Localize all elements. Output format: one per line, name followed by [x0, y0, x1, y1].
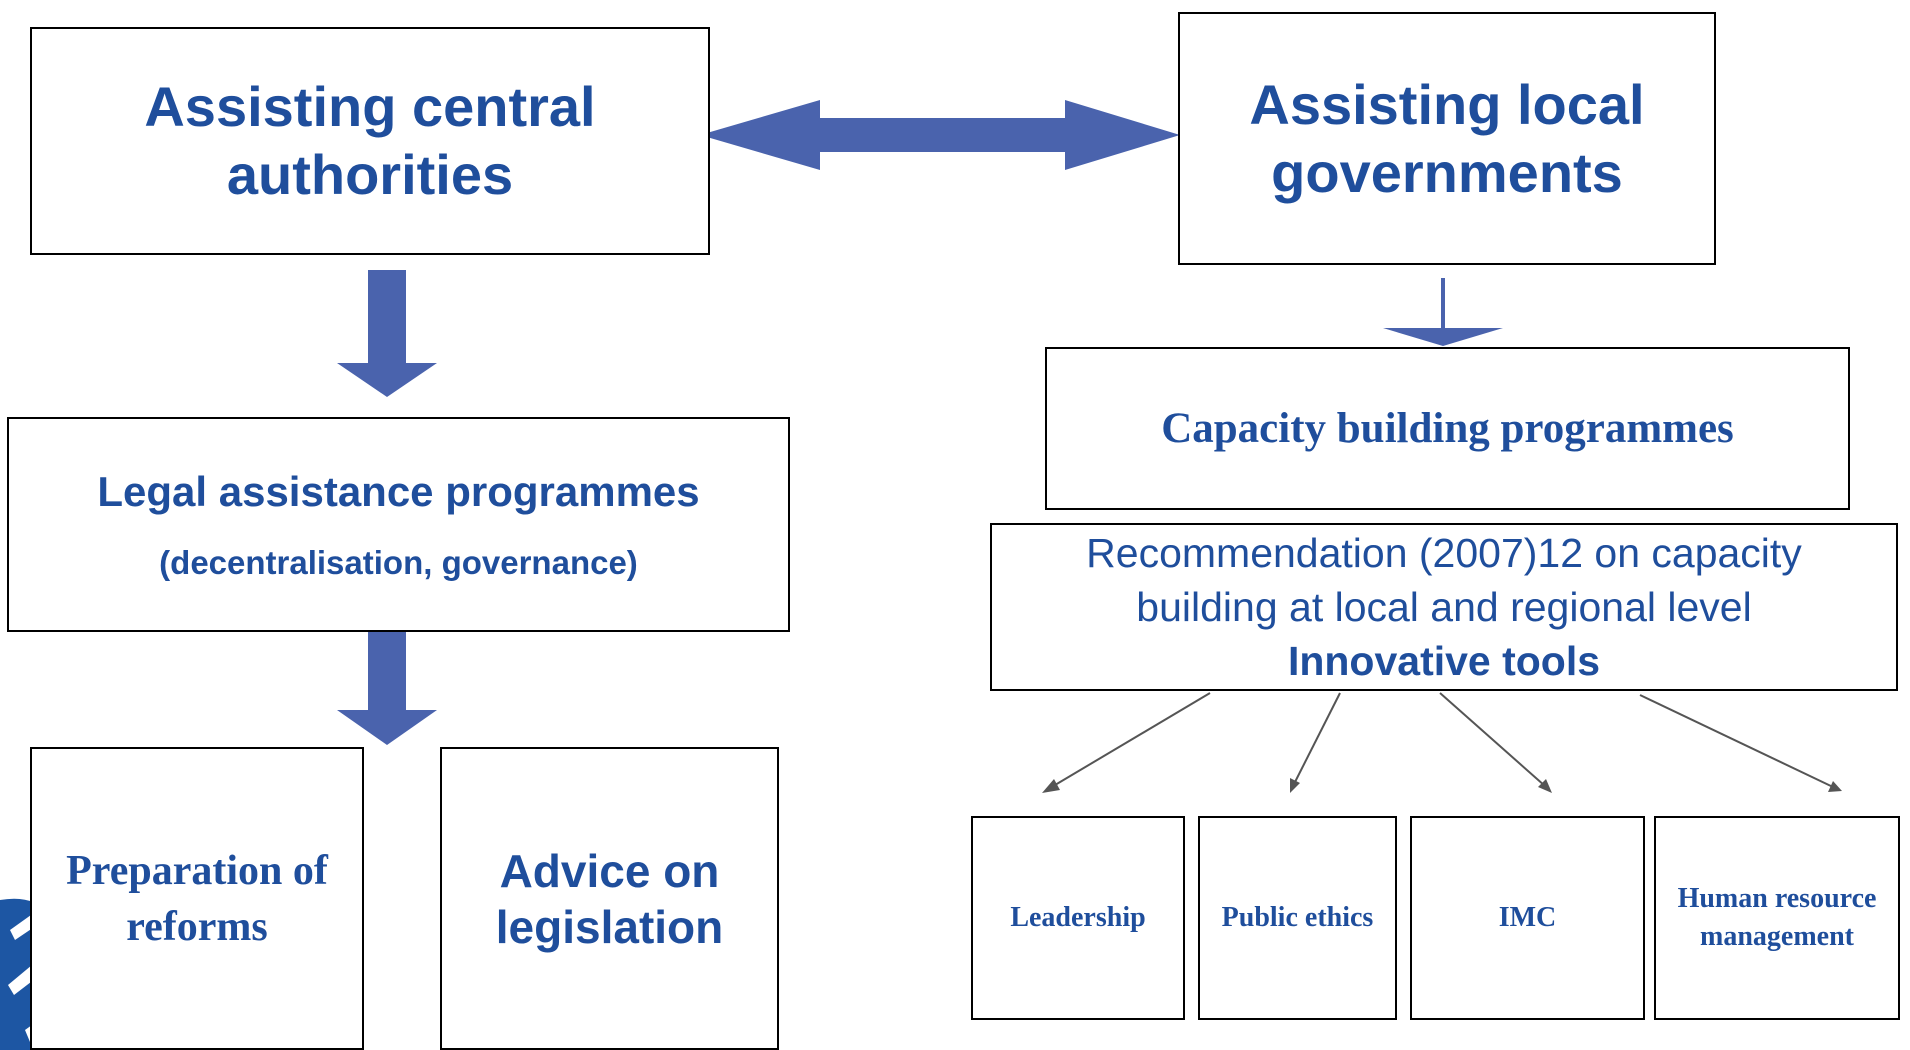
advice-line1: Advice on	[499, 844, 720, 897]
preparation-line2: reforms	[126, 903, 268, 950]
legal-assistance-subtitle: (decentralisation, governance)	[159, 543, 638, 581]
tool-public-ethics-label: Public ethics	[1221, 902, 1374, 933]
tool-leadership-label: Leadership	[1010, 902, 1146, 933]
down-arrow-central	[337, 270, 437, 397]
recommendation-box: Recommendation (2007)12 on capacity buil…	[990, 523, 1898, 691]
recommendation-line1: Recommendation (2007)12 on capacity	[1086, 530, 1802, 576]
central-authorities-line2: authorities	[226, 143, 514, 206]
advice-line2: legislation	[495, 900, 724, 953]
tool-public-ethics-box: Public ethics	[1198, 816, 1397, 1020]
advice-on-legislation-box: Advice on legislation	[440, 747, 779, 1050]
local-governments-line1: Assisting local	[1249, 72, 1645, 136]
innovative-tools-label: Innovative tools	[1287, 638, 1601, 684]
legal-assistance-box: Legal assistance programmes (decentralis…	[7, 417, 790, 632]
recommendation-line2: building at local and regional level	[1136, 584, 1752, 630]
tool-arrows	[1042, 692, 1842, 793]
capacity-building-box: Capacity building programmes	[1045, 347, 1850, 510]
central-authorities-line1: Assisting central	[144, 75, 596, 138]
tool-imc-box: IMC	[1410, 816, 1645, 1020]
legal-assistance-title: Legal assistance programmes	[97, 467, 700, 515]
capacity-building-title: Capacity building programmes	[1161, 405, 1734, 452]
local-governments-line2: governments	[1271, 140, 1623, 204]
preparation-line1: Preparation of	[66, 847, 328, 894]
tool-hr-management-box: Human resource management	[1654, 816, 1900, 1020]
local-governments-box: Assisting local governments	[1178, 12, 1716, 265]
tool-leadership-box: Leadership	[971, 816, 1185, 1020]
central-authorities-box: Assisting central authorities	[30, 27, 710, 255]
tool-imc-label: IMC	[1498, 902, 1557, 933]
tool-hr-label-line2: management	[1700, 921, 1854, 952]
preparation-of-reforms-box: Preparation of reforms	[30, 747, 364, 1050]
tool-hr-label-line1: Human resource	[1677, 883, 1877, 914]
down-arrow-legal	[337, 628, 437, 745]
down-arrow-local	[1383, 278, 1503, 346]
double-arrow	[700, 100, 1180, 170]
